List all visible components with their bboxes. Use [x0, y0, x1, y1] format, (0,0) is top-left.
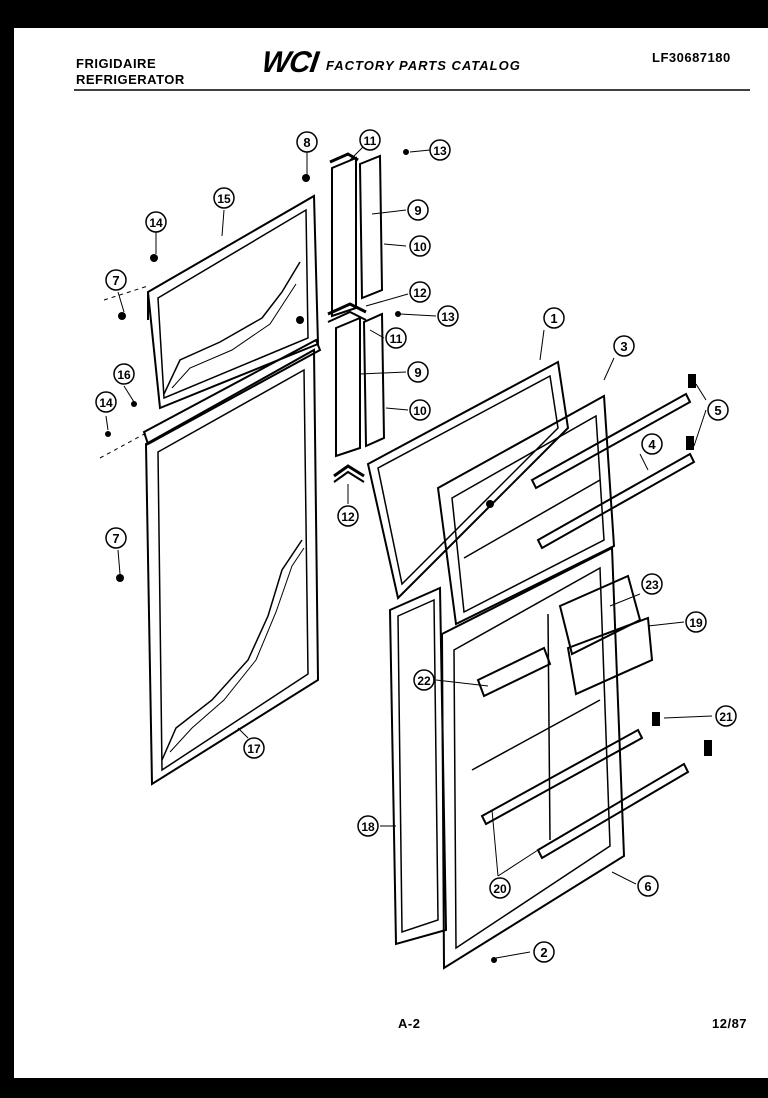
callout-11: 11: [359, 129, 381, 151]
freezer-gasket: [142, 338, 322, 446]
callout-5: 5: [707, 399, 729, 421]
svg-text:23: 23: [645, 578, 659, 592]
brand-label: FRIGIDAIRE: [76, 56, 157, 71]
svg-text:15: 15: [217, 192, 231, 206]
callout-14: 14: [145, 211, 167, 233]
callout-9: 9: [407, 361, 429, 383]
fresh-food-shelf-bars: [476, 574, 690, 860]
callout-9: 9: [407, 199, 429, 221]
callout-group: 8 11 13 15 14 9 10 7 12 13 11 1 3 16 9 5…: [95, 129, 737, 963]
catalog-title: FACTORY PARTS CATALOG: [326, 58, 521, 73]
product-label: REFRIGERATOR: [76, 72, 185, 87]
freezer-outer-door: [436, 394, 616, 626]
callout-10: 10: [409, 235, 431, 257]
fresh-food-door-gasket: [388, 586, 448, 946]
svg-text:7: 7: [112, 531, 119, 546]
callout-14: 14: [95, 391, 117, 413]
svg-text:4: 4: [648, 437, 656, 452]
callout-3: 3: [613, 335, 635, 357]
svg-text:11: 11: [364, 134, 377, 148]
page-corner-mark: [0, 44, 8, 60]
callout-13: 13: [437, 305, 459, 327]
callout-7: 7: [105, 527, 127, 549]
callout-12: 12: [409, 281, 431, 303]
svg-text:14: 14: [99, 396, 113, 410]
svg-text:14: 14: [149, 216, 163, 230]
callout-12: 12: [337, 505, 359, 527]
svg-text:9: 9: [414, 365, 421, 380]
callout-10: 10: [409, 399, 431, 421]
freezer-door-gasket: [366, 360, 570, 600]
callout-6: 6: [637, 875, 659, 897]
hardware-fasteners: [105, 149, 712, 963]
svg-text:10: 10: [413, 240, 427, 254]
callout-22: 22: [413, 669, 435, 691]
svg-text:19: 19: [689, 616, 703, 630]
freezer-shelf-bars: [530, 392, 696, 550]
door-trim-strips-upper: [329, 152, 384, 318]
svg-text:16: 16: [117, 368, 131, 382]
callout-23: 23: [641, 573, 663, 595]
svg-text:10: 10: [413, 404, 427, 418]
svg-text:18: 18: [361, 820, 375, 834]
callout-8: 8: [296, 131, 318, 153]
svg-text:9: 9: [414, 203, 421, 218]
svg-text:13: 13: [441, 310, 455, 324]
callout-11: 11: [385, 327, 407, 349]
svg-text:2: 2: [540, 945, 547, 960]
svg-text:20: 20: [493, 882, 507, 896]
callout-13: 13: [429, 139, 451, 161]
svg-text:21: 21: [719, 710, 733, 724]
callout-4: 4: [641, 433, 663, 455]
svg-text:3: 3: [620, 339, 627, 354]
door-trim-strips-lower: [327, 302, 386, 458]
model-number: LF30687180: [652, 50, 731, 65]
fresh-food-door-liner: [144, 348, 320, 786]
callout-20: 20: [489, 877, 511, 899]
callout-21: 21: [715, 705, 737, 727]
svg-text:1: 1: [550, 311, 557, 326]
svg-text:13: 13: [433, 144, 447, 158]
svg-text:11: 11: [390, 332, 403, 346]
fresh-food-outer-door: [440, 546, 626, 970]
callout-16: 16: [113, 363, 135, 385]
page-label: A-2: [398, 1016, 421, 1031]
svg-text:17: 17: [247, 742, 261, 756]
svg-text:22: 22: [417, 674, 431, 688]
date-label: 12/87: [712, 1016, 748, 1031]
hinge-cover-12: [333, 464, 365, 483]
svg-text:7: 7: [112, 273, 119, 288]
svg-text:6: 6: [644, 879, 651, 894]
svg-text:12: 12: [341, 510, 355, 524]
catalog-page: [14, 28, 768, 1078]
callout-2: 2: [533, 941, 555, 963]
callout-7: 7: [105, 269, 127, 291]
callout-15: 15: [213, 187, 235, 209]
callout-19: 19: [685, 611, 707, 633]
callout-1: 1: [543, 307, 565, 329]
svg-text:8: 8: [303, 135, 310, 150]
callout-17: 17: [243, 737, 265, 759]
callout-leaders: [99, 139, 713, 959]
svg-text:5: 5: [714, 403, 721, 418]
svg-text:12: 12: [413, 286, 427, 300]
callout-18: 18: [357, 815, 379, 837]
